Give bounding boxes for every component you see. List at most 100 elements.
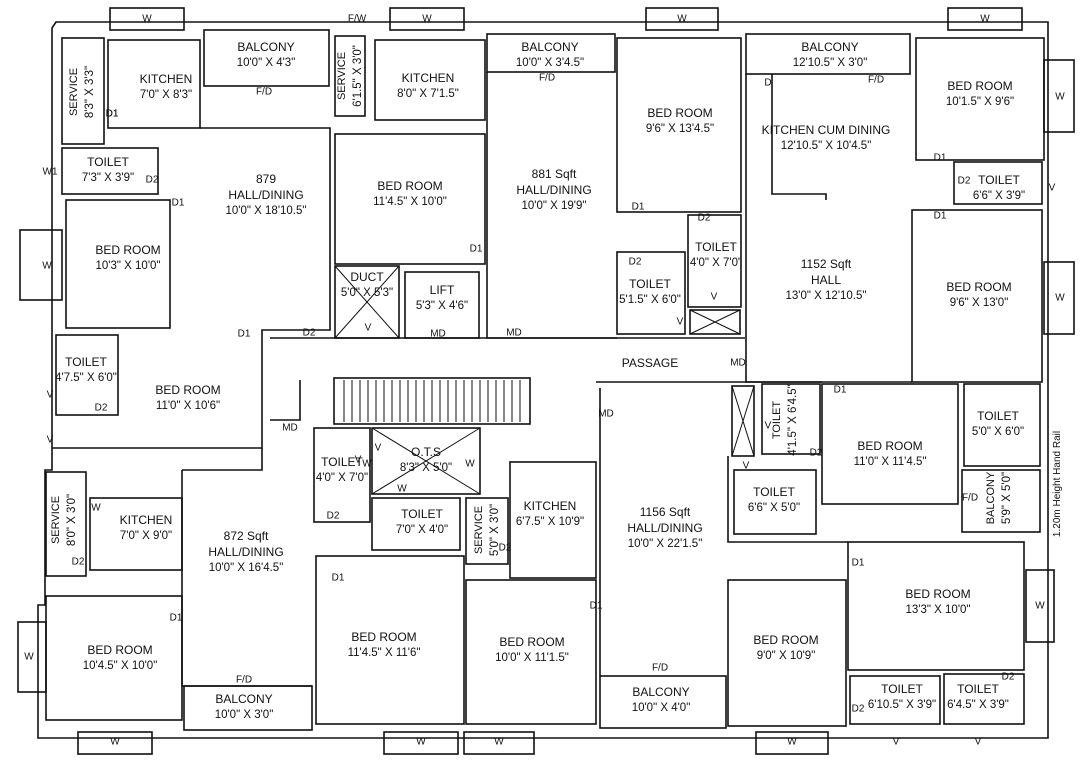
room-dimensions: 4'1.5" X 6'4.5" <box>787 384 799 456</box>
wall-balcony-1 <box>203 29 330 87</box>
room-name: 881 Sqft <box>531 167 577 181</box>
room-dimensions: 6'6" X 3'9" <box>972 190 1026 202</box>
room-name: TOILET <box>87 155 129 169</box>
room-dimensions: 4'0" X 7'0" <box>689 257 743 269</box>
plan-mark: D1 <box>631 201 645 213</box>
wall-bed-1 <box>65 199 171 329</box>
plan-mark: V <box>892 736 900 748</box>
wall-service-1 <box>61 37 105 145</box>
wall-service-4 <box>45 471 87 577</box>
plan-mark: W <box>42 260 52 272</box>
window <box>1043 59 1075 133</box>
plan-mark: V <box>46 434 54 446</box>
window <box>1025 569 1055 643</box>
room-dimensions: 7'0" X 8'3" <box>139 89 193 101</box>
window <box>463 731 535 755</box>
stair-treads <box>343 380 521 422</box>
room-name: DUCT <box>350 270 384 284</box>
room-dimensions: 11'0" X 11'4.5" <box>853 456 927 468</box>
plan-mark: D1 <box>933 152 947 164</box>
wall-kitchen-2 <box>374 39 486 121</box>
plan-mark: V <box>1048 182 1056 194</box>
room-dimensions: 11'0" X 10'6" <box>155 400 221 412</box>
wall-toilet-12 <box>943 673 1025 725</box>
room-name: BED ROOM <box>499 635 565 649</box>
wall-kitchen-4 <box>509 461 597 579</box>
room-name: 872 Sqft <box>223 529 269 543</box>
wall-bed-11 <box>727 579 847 727</box>
wall-bed-10 <box>847 541 1025 671</box>
room-dimensions: 13'0" X 12'10.5" <box>785 290 867 302</box>
room-name: SERVICE <box>68 67 80 117</box>
passage-label: PASSAGE <box>621 356 679 370</box>
plan-mark: D1 <box>169 612 183 624</box>
window <box>19 229 63 301</box>
room-dimensions: 6'7.5" X 10'9" <box>515 516 585 528</box>
room-dimensions: 10'0" X 4'0" <box>631 702 691 714</box>
room-label: TOILET 6'4.5" X 3'9" <box>947 681 1009 713</box>
room-name: BED ROOM <box>377 179 443 193</box>
room-name: KITCHEN <box>401 71 455 85</box>
room-dimensions: 11'4.5" X 11'6" <box>347 647 421 659</box>
plan-mark: W <box>1055 292 1065 304</box>
room-name: TOILET <box>977 409 1019 423</box>
plan-mark: MD <box>598 408 614 420</box>
window <box>17 621 47 693</box>
plan-mark: MD <box>730 357 746 369</box>
wall-kitchen-3 <box>771 74 827 200</box>
plan-mark: V <box>974 736 982 748</box>
plan-mark: W <box>980 13 990 25</box>
wall-bed-7 <box>465 579 597 725</box>
room-label: BED ROOM 11'4.5" X 10'0" <box>373 178 447 210</box>
plan-mark: W <box>677 13 687 25</box>
plan-mark: V <box>764 420 772 432</box>
plan-mark: D2 <box>851 703 865 715</box>
room-name: KITCHEN CUM DINING <box>761 123 891 137</box>
wall-toilet-4 <box>687 214 742 308</box>
room-dimensions: 5'3" X 4'6" <box>415 300 469 312</box>
room-dimensions: 8'0" X 3'0" <box>66 493 78 547</box>
room-dimensions: 8'3" X 3'3" <box>84 65 96 119</box>
room-name: TOILET <box>957 682 999 696</box>
room-dimensions: 10'0" X 3'0" <box>214 709 274 721</box>
plan-mark: D2 <box>957 175 971 187</box>
plan-mark: D2 <box>71 556 85 568</box>
plan-mark: F/D <box>961 492 979 504</box>
room-dimensions: 6'4.5" X 3'9" <box>947 699 1009 711</box>
plan-mark: D1 <box>933 210 947 222</box>
plan-mark: F/D <box>235 674 253 686</box>
room-dimensions: 11'4.5" X 10'0" <box>373 196 447 208</box>
wall-bed-3 <box>616 37 742 213</box>
room-dimensions: 9'6" X 13'0" <box>949 297 1009 309</box>
room-name: 879 <box>255 172 277 186</box>
room-dimensions: 5'0" X 5'3" <box>340 287 394 299</box>
room-name: HALL/DINING <box>516 183 592 197</box>
plan-mark: V <box>46 389 54 401</box>
room-dimensions: 9'6" X 13'4.5" <box>645 123 715 135</box>
plan-mark: V <box>742 460 750 472</box>
room-dimensions: 5'1.5" X 6'0" <box>619 294 681 306</box>
plan-mark: MD <box>506 327 522 339</box>
plan-mark: W <box>416 736 426 748</box>
plan-mark: V <box>364 322 372 334</box>
room-dimensions: 6'6" X 5'0" <box>747 502 801 514</box>
room-dimensions: 10'0" X 18'10.5" <box>225 205 307 217</box>
room-dimensions: 10'4.5" X 10'0" <box>82 660 158 672</box>
